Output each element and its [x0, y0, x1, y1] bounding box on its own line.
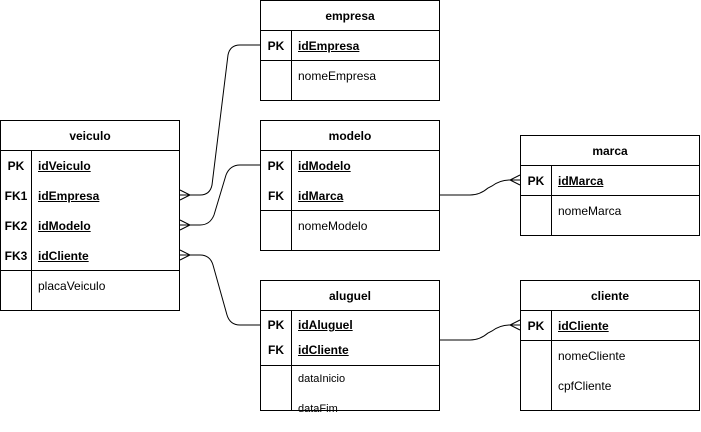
key-label: FK [268, 343, 284, 357]
entity-marca[interactable]: marca PK idMarca nomeMarca [520, 135, 700, 236]
edge-aluguel-cliente [440, 324, 520, 341]
field-row: dataFim [261, 402, 439, 432]
key-label: PK [527, 319, 545, 333]
edge-modelo-marca [440, 179, 520, 196]
field-name: idCliente [558, 319, 609, 333]
field-name: nomeModelo [298, 219, 368, 233]
field-name: idMarca [558, 174, 604, 188]
field-row: FK idMarca [261, 181, 439, 211]
field-row: cpfCliente [521, 371, 699, 401]
field-name: cpfCliente [558, 379, 612, 393]
field-row: PK idMarca [521, 166, 699, 196]
key-label: PK [267, 159, 285, 173]
field-name: idCliente [298, 343, 349, 357]
crowfoot-modelo-marca [508, 174, 521, 186]
field-name: idEmpresa [298, 39, 360, 53]
field-row: placaVeiculo [1, 271, 179, 301]
field-name: idModelo [298, 159, 351, 173]
field-row: FK3 idCliente [1, 241, 179, 271]
key-label: FK [268, 189, 284, 203]
edge-veiculo-empresa [180, 44, 260, 196]
entity-empresa[interactable]: empresa PK idEmpresa nomeEmpresa [260, 0, 440, 101]
field-row: PK idVeiculo [1, 151, 179, 181]
crowfoot-aluguel-cliente [508, 319, 521, 331]
entity-modelo[interactable]: modelo PK idModelo FK idMarca nomeModelo [260, 120, 440, 251]
field-name: dataInicio [298, 373, 346, 385]
field-name: nomeCliente [558, 349, 626, 363]
entity-title: marca [521, 136, 699, 166]
edge-veiculo-modelo [180, 164, 260, 226]
field-row: FK idCliente [261, 338, 439, 363]
crowfoot-veiculo-modelo [179, 219, 192, 231]
field-row: nomeEmpresa [261, 61, 439, 91]
field-row: FK2 idModelo [1, 211, 179, 241]
key-label: PK [527, 174, 545, 188]
field-row: nomeCliente [521, 341, 699, 371]
field-name: nomeMarca [558, 204, 622, 218]
field-row: dataInicio [261, 372, 439, 402]
entity-title: modelo [261, 121, 439, 151]
key-label: PK [267, 39, 285, 53]
field-name: placaVeiculo [38, 279, 106, 293]
field-name: idVeiculo [38, 159, 91, 173]
field-name: idEmpresa [38, 189, 100, 203]
relationship-lines [179, 44, 521, 341]
key-label: PK [7, 159, 25, 173]
key-label: FK1 [4, 189, 28, 203]
key-label: FK3 [4, 249, 28, 263]
field-name: idAluguel [298, 318, 353, 332]
entity-title: veiculo [1, 121, 179, 151]
crowfoot-veiculo-aluguel [179, 249, 192, 261]
field-name: idModelo [38, 219, 91, 233]
entity-veiculo[interactable]: veiculo PK idVeiculo FK1 idEmpresa FK2 i… [0, 120, 180, 311]
field-row: PK idModelo [261, 151, 439, 181]
key-label: PK [267, 318, 285, 332]
field-row: PK idCliente [521, 311, 699, 341]
key-label: FK2 [4, 219, 28, 233]
crowfoot-veiculo-empresa [179, 189, 192, 201]
field-row: FK1 idEmpresa [1, 181, 179, 211]
field-row: PK idEmpresa [261, 31, 439, 61]
field-name: dataFim [298, 403, 338, 415]
field-name: idMarca [298, 189, 344, 203]
entity-cliente[interactable]: cliente PK idCliente nomeCliente cpfClie… [520, 280, 700, 411]
entity-title: empresa [261, 1, 439, 31]
field-row: nomeModelo [261, 211, 439, 241]
entity-title: cliente [521, 281, 699, 311]
field-name: idCliente [38, 249, 89, 263]
field-name: nomeEmpresa [298, 69, 377, 83]
field-row: PK idAluguel [261, 313, 439, 338]
entity-title: aluguel [261, 281, 439, 311]
entity-aluguel[interactable]: aluguel PK idAluguel FK idCliente dataIn… [260, 280, 440, 415]
edge-veiculo-aluguel [180, 254, 260, 326]
field-row: nomeMarca [521, 196, 699, 226]
